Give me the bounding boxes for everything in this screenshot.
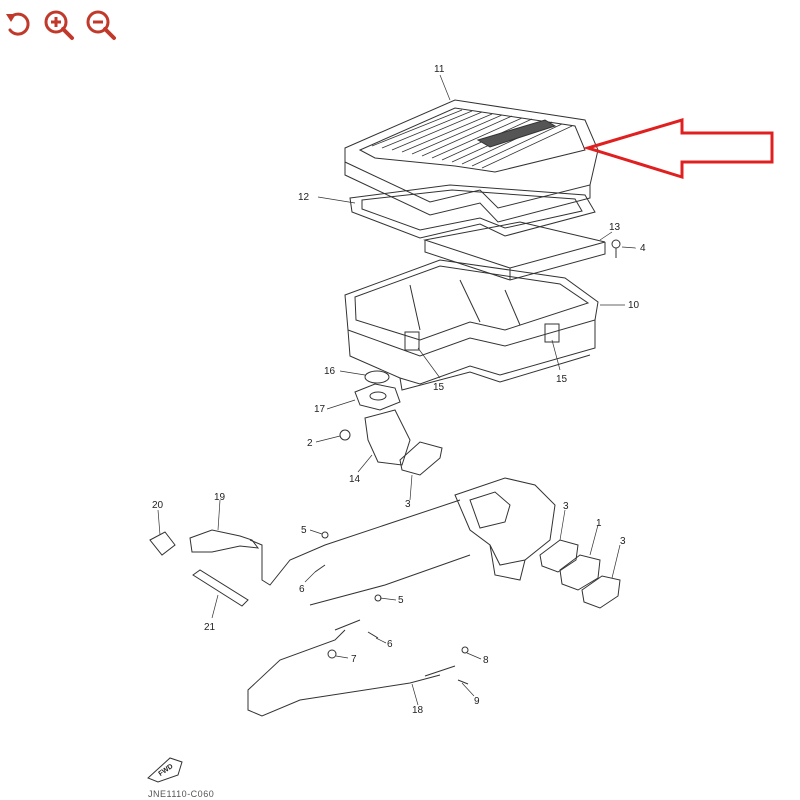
callout-10[interactable]: 10 <box>628 300 640 311</box>
callout-6a[interactable]: 6 <box>299 584 305 595</box>
diagram-caption: JNE1110-C060 <box>148 789 215 799</box>
part-screw-8[interactable] <box>461 646 469 654</box>
callout-12[interactable]: 12 <box>298 192 310 203</box>
part-cover[interactable] <box>344 99 599 223</box>
choke-cable[interactable] <box>249 499 461 586</box>
part-gasket-3b[interactable] <box>539 539 579 573</box>
callout-1[interactable]: 1 <box>596 518 602 529</box>
callout-7[interactable]: 7 <box>351 654 357 665</box>
part-insulator[interactable] <box>559 554 601 591</box>
zoom-in-button[interactable] <box>42 8 76 42</box>
callout-21[interactable]: 21 <box>204 622 216 633</box>
leader-lines <box>157 74 637 706</box>
part-pin-6a[interactable] <box>314 564 326 573</box>
callout-13[interactable]: 13 <box>609 222 621 233</box>
callout-2[interactable]: 2 <box>307 438 313 449</box>
rotate-button[interactable] <box>2 8 36 42</box>
callout-5b[interactable]: 5 <box>398 595 404 606</box>
zoom-in-icon <box>44 10 74 40</box>
part-gasket-3c[interactable] <box>581 575 621 609</box>
part-joint[interactable] <box>354 383 401 411</box>
part-gasket-3a[interactable] <box>399 441 443 476</box>
highlight-arrow <box>582 117 774 180</box>
part-screw-5a[interactable] <box>321 531 329 539</box>
zoom-out-button[interactable] <box>84 8 118 42</box>
callout-6b[interactable]: 6 <box>387 639 393 650</box>
part-pin-9[interactable] <box>457 679 469 685</box>
throttle-cable[interactable] <box>247 629 441 717</box>
part-o-ring[interactable] <box>364 370 390 384</box>
callout-3c[interactable]: 3 <box>620 536 626 547</box>
rotate-icon <box>6 12 30 36</box>
part-choke-19[interactable] <box>189 529 260 553</box>
callout-15b[interactable]: 15 <box>556 374 568 385</box>
callout-4[interactable]: 4 <box>640 243 646 254</box>
callout-3b[interactable]: 3 <box>563 501 569 512</box>
callout-16[interactable]: 16 <box>324 366 336 377</box>
callout-20[interactable]: 20 <box>152 500 164 511</box>
callout-18[interactable]: 18 <box>412 705 424 716</box>
fwd-arrow-icon <box>147 757 183 783</box>
part-cable-tie[interactable] <box>192 569 249 607</box>
part-nut-20[interactable] <box>149 531 176 556</box>
part-washer[interactable] <box>339 429 351 441</box>
callout-9[interactable]: 9 <box>474 696 480 707</box>
part-carburetor[interactable] <box>454 477 556 581</box>
callout-19[interactable]: 19 <box>214 492 226 503</box>
part-clip-7[interactable] <box>327 649 337 659</box>
part-pin-6b[interactable] <box>367 631 379 639</box>
part-bolt-4[interactable] <box>611 239 621 258</box>
callout-8[interactable]: 8 <box>483 655 489 666</box>
callout-17[interactable]: 17 <box>314 404 326 415</box>
part-gasket[interactable] <box>349 184 596 239</box>
callout-15a[interactable]: 15 <box>433 382 445 393</box>
callout-14[interactable]: 14 <box>349 474 361 485</box>
throttle-link <box>309 554 471 606</box>
fwd-label: FWD <box>157 763 174 778</box>
callouts: 11 12 13 4 10 15 15 16 17 2 14 3 3 1 3 2… <box>152 64 646 716</box>
callout-3a[interactable]: 3 <box>405 499 411 510</box>
zoom-out-icon <box>86 10 116 40</box>
viewer-toolbar <box>0 0 200 50</box>
part-elbow[interactable] <box>364 409 411 466</box>
callout-5a[interactable]: 5 <box>301 525 307 536</box>
part-case[interactable] <box>344 259 599 391</box>
callout-11[interactable]: 11 <box>434 64 445 75</box>
